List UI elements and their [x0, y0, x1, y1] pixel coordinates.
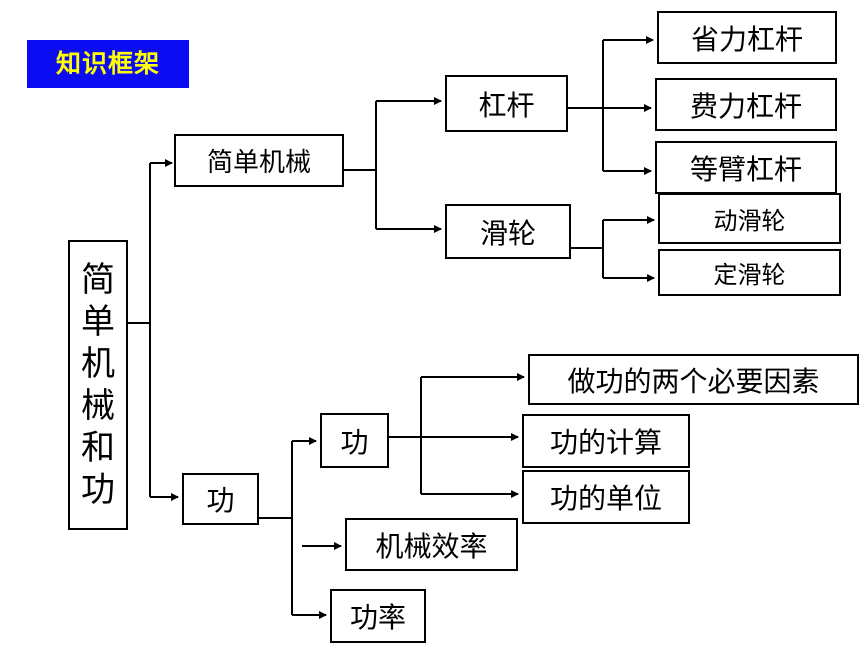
- node-movable-pulley: 动滑轮: [658, 193, 841, 244]
- root-char: 功: [81, 470, 115, 510]
- node-work-group: 功: [182, 473, 259, 525]
- node-work-unit: 功的单位: [522, 470, 690, 524]
- node-efficiency: 机械效率: [345, 518, 518, 571]
- root-char: 简: [81, 260, 115, 300]
- node-two-factors: 做功的两个必要因素: [528, 354, 859, 405]
- root-node: 简 单 机 械 和 功: [68, 240, 128, 530]
- root-char: 单: [81, 302, 115, 342]
- root-char: 和: [81, 428, 115, 468]
- node-equal-arm-lever: 等臂杠杆: [655, 141, 837, 194]
- node-simple-machine: 简单机械: [174, 134, 344, 187]
- node-pulley: 滑轮: [445, 204, 571, 259]
- page-title: 知识框架: [27, 40, 189, 88]
- root-char: 械: [81, 386, 115, 426]
- node-power: 功率: [330, 589, 426, 643]
- node-labor-saving-lever: 省力杠杆: [657, 11, 837, 64]
- root-char: 机: [81, 344, 115, 384]
- node-work-calculation: 功的计算: [522, 414, 690, 468]
- node-fixed-pulley: 定滑轮: [658, 249, 841, 296]
- node-lever: 杠杆: [445, 75, 568, 132]
- node-effort-lever: 费力杠杆: [655, 78, 837, 131]
- node-work: 功: [320, 413, 389, 468]
